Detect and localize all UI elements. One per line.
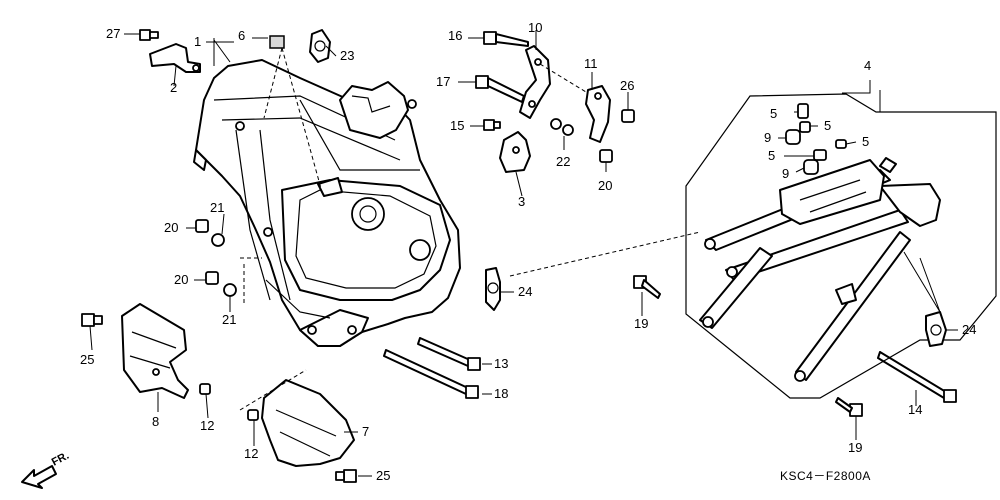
- bolt-part-14: [877, 351, 957, 403]
- washer-part-21-lower: [223, 283, 237, 297]
- leader-dashed-10-11: [539, 63, 587, 93]
- rear-subframe-part-4: [699, 157, 941, 382]
- bracket-part-10: [519, 45, 551, 119]
- leader-dashed-7: [239, 369, 307, 411]
- callout-11: 11: [584, 56, 598, 71]
- rubber-part-9-a: [785, 129, 801, 145]
- callout-19-lower: 19: [848, 440, 862, 455]
- callout-16: 16: [448, 28, 462, 43]
- leader-dashed-21: [240, 257, 262, 304]
- bolt-part-25-lower: [335, 469, 357, 483]
- callout-5-c: 5: [862, 134, 869, 149]
- callout-21-lower: 21: [222, 312, 236, 327]
- callout-5-a: 5: [770, 106, 777, 121]
- clamp-part-23: [309, 29, 331, 63]
- bolt-part-17: [475, 75, 525, 103]
- callout-21-upper: 21: [210, 200, 224, 215]
- callouts: 27 1 6 23 2 16 10 17 11 26 15 22 20 3 20…: [80, 20, 976, 483]
- callout-24-right: 24: [962, 322, 976, 337]
- callout-8: 8: [152, 414, 159, 429]
- callout-7: 7: [362, 424, 369, 439]
- callout-1: 1: [194, 34, 201, 49]
- washer-part-21-upper: [211, 233, 225, 247]
- nut-part-12-left: [247, 409, 259, 421]
- front-direction-label: FR.: [50, 450, 71, 469]
- callout-5-b: 5: [824, 118, 831, 133]
- collar-part-5-b: [799, 121, 811, 133]
- bolt-part-19-upper: [633, 275, 661, 299]
- collar-part-5-a: [797, 103, 809, 119]
- callout-23: 23: [340, 48, 354, 63]
- callout-3: 3: [518, 194, 525, 209]
- callout-9-b: 9: [782, 166, 789, 181]
- callout-17: 17: [436, 74, 450, 89]
- callout-20-lower: 20: [174, 272, 188, 287]
- diagram-code: KSC4－F2800A: [780, 469, 871, 483]
- callout-9-a: 9: [764, 130, 771, 145]
- skid-plate-part-7: [261, 379, 355, 467]
- callout-26: 26: [620, 78, 634, 93]
- main-frame-body: [193, 59, 461, 347]
- callout-13: 13: [494, 356, 508, 371]
- callout-25-upper: 25: [80, 352, 94, 367]
- rubber-part-9-b: [803, 159, 819, 175]
- bolt-part-19-lower: [835, 397, 863, 417]
- front-direction-arrow-icon: FR.: [21, 450, 71, 489]
- skid-plate-part-8: [121, 303, 189, 399]
- callout-20-upper: 20: [164, 220, 178, 235]
- callout-19-upper: 19: [634, 316, 648, 331]
- callout-2: 2: [170, 80, 177, 95]
- callout-10: 10: [528, 20, 542, 35]
- callout-20-top: 20: [598, 178, 612, 193]
- callout-4: 4: [864, 58, 871, 73]
- leader-dashed-6: [263, 47, 323, 193]
- clamp-part-24-center: [485, 267, 501, 311]
- bolt-part-13: [417, 337, 481, 371]
- callout-12-left: 12: [244, 446, 258, 461]
- callout-22: 22: [556, 154, 570, 169]
- nut-part-20-top: [599, 149, 613, 163]
- bolt-part-27: [139, 29, 159, 41]
- callout-5-d: 5: [768, 148, 775, 163]
- callout-6: 6: [238, 28, 245, 43]
- bracket-part-3: [499, 131, 531, 173]
- bracket-part-2: [149, 43, 201, 73]
- bolt-part-15: [483, 119, 501, 131]
- leader-lines: [89, 30, 958, 477]
- callout-24-center: 24: [518, 284, 532, 299]
- clamp-part-24-right: [925, 311, 947, 347]
- bolt-part-18: [383, 349, 479, 399]
- collar-part-5-c: [835, 139, 847, 149]
- callout-25-lower: 25: [376, 468, 390, 483]
- bolt-part-16: [483, 31, 529, 47]
- nut-part-20-lower: [205, 271, 219, 285]
- callout-27: 27: [106, 26, 120, 41]
- collar-part-5-d: [813, 149, 827, 161]
- nut-part-26: [621, 109, 635, 123]
- callout-12-right: 12: [200, 418, 214, 433]
- callout-18: 18: [494, 386, 508, 401]
- washer-part-22: [550, 118, 574, 136]
- bracket-part-11: [585, 85, 611, 143]
- subframe-outline: [685, 93, 997, 399]
- callout-14: 14: [908, 402, 922, 417]
- bolt-part-25-upper: [81, 313, 103, 327]
- plate-part-6: [269, 35, 285, 49]
- callout-15: 15: [450, 118, 464, 133]
- nut-part-20-upper: [195, 219, 209, 233]
- nut-part-12-right: [199, 383, 211, 395]
- leader-dashed-24: [509, 231, 701, 277]
